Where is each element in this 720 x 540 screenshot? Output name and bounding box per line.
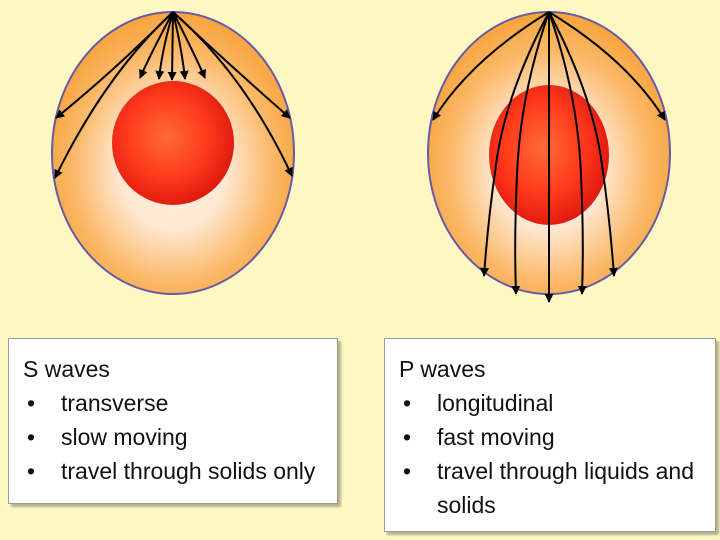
s-waves-item: slow moving [23, 420, 323, 454]
p-waves-item: longitudinal [399, 386, 701, 420]
s-ray-center-left [155, 11, 174, 80]
s-ray-right-outer [172, 11, 293, 177]
p-ray-left-mid [480, 11, 550, 277]
s-ray-center-right [172, 11, 189, 80]
p-ray-left-inner [511, 11, 550, 295]
s-ray-left-inner [139, 11, 174, 79]
p-wave-earth [427, 11, 671, 303]
p-waves-list: longitudinal fast moving travel through … [399, 386, 701, 522]
s-wave-core [112, 81, 234, 205]
p-waves-info-box: P waves longitudinal fast moving travel … [384, 338, 716, 532]
p-ray-right-mid [548, 11, 618, 277]
p-wave-rays [432, 11, 666, 303]
earth-wave-diagram [51, 11, 671, 303]
s-waves-info-box: S waves transverse slow moving travel th… [8, 338, 338, 504]
s-waves-title: S waves [23, 356, 110, 382]
s-ray-right-inner [172, 11, 206, 79]
p-waves-item: fast moving [399, 420, 701, 454]
s-waves-item: transverse [23, 386, 323, 420]
p-waves-item: travel through liquids and solids [399, 454, 701, 522]
p-waves-title: P waves [399, 356, 486, 382]
s-wave-earth [51, 11, 295, 295]
s-ray-center [167, 11, 177, 81]
s-waves-item: travel through solids only [23, 454, 323, 488]
p-ray-left-outer [432, 11, 550, 121]
s-ray-left-mid [55, 11, 174, 119]
p-ray-right-outer [548, 11, 666, 121]
p-ray-right-inner [548, 11, 587, 295]
s-waves-list: transverse slow moving travel through so… [23, 386, 323, 488]
s-wave-rays [54, 11, 293, 179]
